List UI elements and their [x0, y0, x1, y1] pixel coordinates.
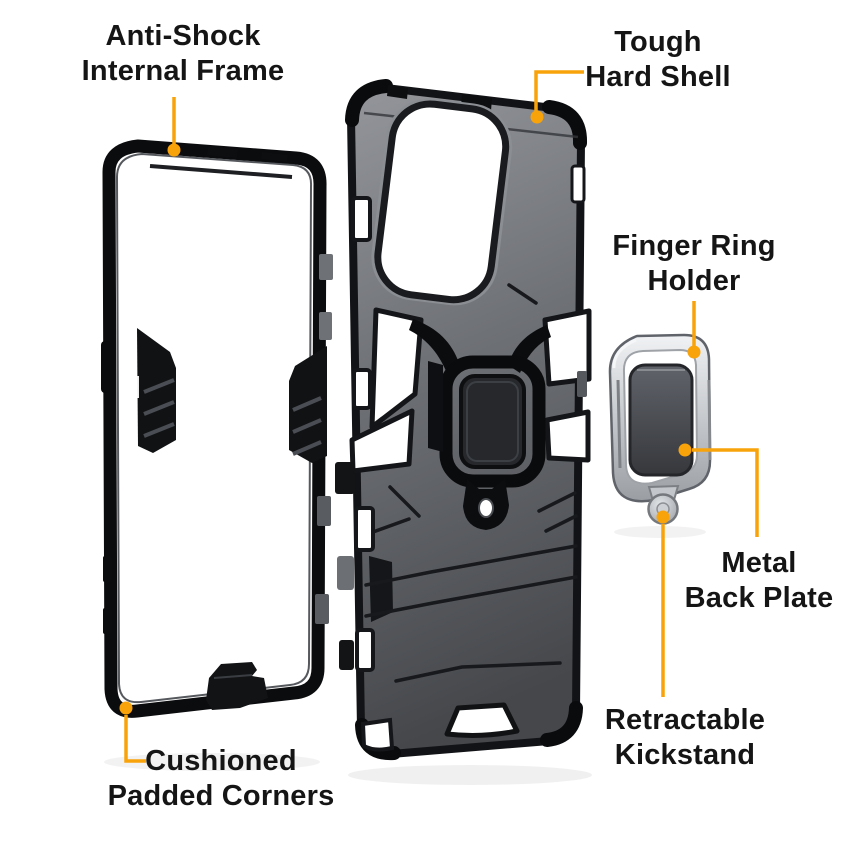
callout-metal-back-plate	[678, 443, 759, 537]
armor-ridge-lines	[360, 283, 578, 683]
callout-dot	[167, 143, 181, 157]
frame-right-tab	[319, 312, 332, 340]
ring-mount-side-bar	[428, 361, 443, 452]
label-anti-shock-internal-frame: Anti-Shock Internal Frame	[81, 20, 285, 87]
case-left-horn	[409, 319, 459, 371]
callout-cushioned-corners	[119, 701, 146, 763]
frame-bottom-clamp-line	[213, 674, 253, 679]
frame-outline	[102, 139, 327, 718]
ring-highlight	[612, 338, 637, 369]
frame-right-tab	[315, 594, 329, 624]
kickstand-slot	[369, 556, 393, 622]
callout-dot	[687, 345, 701, 359]
frame-top-tab	[207, 146, 238, 158]
internal-frame-graphic	[101, 139, 333, 718]
callout-dot	[678, 443, 692, 457]
callout-finger-ring-holder	[687, 301, 701, 359]
callout-dot	[119, 701, 133, 715]
hard-shell-case-graphic	[335, 79, 592, 761]
case-top-notch	[387, 85, 408, 99]
label-tough-hard-shell: Tough Hard Shell	[585, 26, 731, 93]
case-left-tab	[337, 556, 354, 590]
callout-retractable-kickstand	[656, 510, 670, 697]
frame-left-grip-slits	[143, 378, 175, 438]
frame-left-grip-wing	[137, 328, 176, 453]
label-finger-ring-holder: Finger Ring Holder	[612, 230, 776, 297]
case-waist-cutouts	[349, 307, 592, 474]
ring-mount-plate-inner	[466, 381, 519, 462]
label-metal-back-plate: Metal Back Plate	[684, 547, 834, 614]
ring-holder-graphic	[608, 333, 712, 525]
ring-shade-right	[707, 379, 712, 461]
ring-shade-inner	[616, 379, 622, 469]
ground-shadows	[104, 526, 706, 785]
ring-mount-plate	[459, 374, 526, 469]
case-left-tab	[339, 640, 354, 670]
frame-side-tab	[103, 556, 112, 582]
ring-mount-screw-hole	[478, 498, 494, 518]
case-corner-bumpers	[345, 79, 587, 761]
case-bottom-cutout	[444, 702, 520, 738]
frame-side-tab	[103, 608, 112, 634]
label-cushioned-padded-corners: Cushioned Padded Corners	[107, 745, 335, 812]
label-retractable-kickstand: Retractable Kickstand	[604, 704, 766, 771]
callout-anti-shock	[167, 97, 181, 157]
case-right-tab	[577, 371, 587, 397]
case-edge-notches	[351, 164, 586, 752]
frame-top-ledge	[149, 164, 293, 179]
frame-top-tab	[261, 152, 288, 162]
frame-side-button	[101, 341, 110, 393]
camera-cutout	[371, 98, 513, 306]
frame-right-grip-slits	[292, 396, 322, 456]
callout-lines	[119, 70, 759, 763]
frame-left-grip-slot	[131, 376, 139, 398]
callout-tough-hard-shell	[530, 70, 584, 124]
frame-right-tab	[319, 254, 333, 280]
ring-mount-recess	[439, 355, 546, 488]
frame-right-tab	[317, 496, 331, 526]
frame-bottom-clamp	[206, 662, 268, 710]
callout-dot	[656, 510, 670, 524]
case-left-tab	[335, 462, 355, 494]
callout-dot	[530, 110, 544, 124]
frame-highlight	[115, 152, 313, 704]
metal-back-plate	[628, 363, 694, 477]
